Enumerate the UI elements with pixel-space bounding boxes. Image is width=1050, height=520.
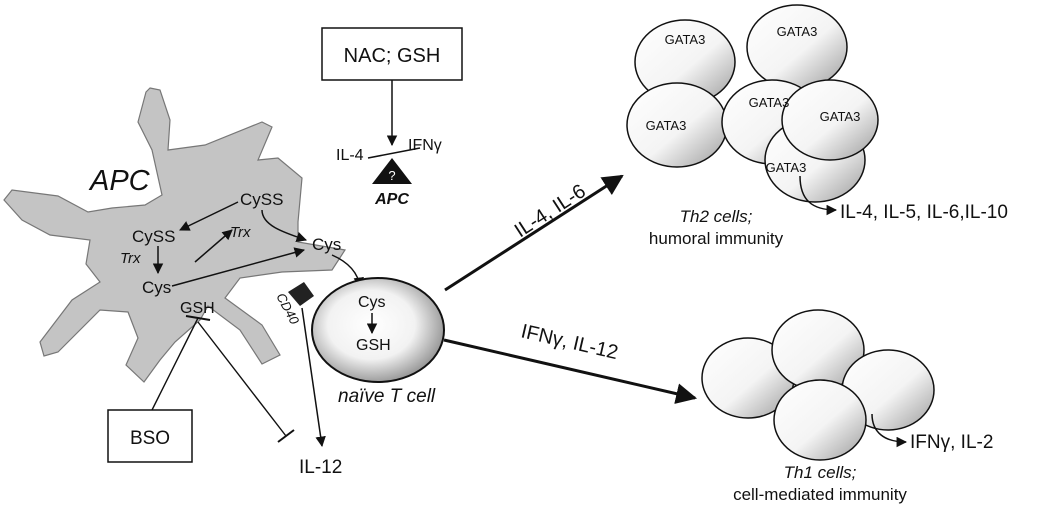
arrow-cyss-top-to-left: [179, 201, 239, 231]
il12-label: IL-12: [299, 457, 342, 478]
tcell-label: naïve T cell: [338, 386, 436, 407]
balance-il4-label: IL-4: [336, 147, 364, 164]
balance-apc-label: APC: [374, 191, 409, 208]
balance-beam: [367, 147, 421, 159]
th1-cytokines: IFNγ, IL-2: [910, 432, 993, 453]
th1-title: Th1 cells;: [784, 463, 857, 482]
arrow-th1-cytokines: [871, 413, 908, 448]
apc-cys-label: Cys: [142, 278, 171, 297]
il12-inhibit-bar: [277, 429, 295, 443]
arrow-cd40-to-il12: [301, 307, 326, 448]
th2-gata3-label: GATA3: [749, 95, 790, 110]
th2-gata3-label: GATA3: [766, 160, 807, 175]
arrow-cyss-top-curve: [261, 209, 307, 242]
th1-cell: [773, 379, 867, 461]
bso-label: BSO: [130, 428, 170, 449]
arrow-cys-left-to-right: [171, 247, 306, 287]
apc-cys-right-label: Cys: [312, 235, 341, 254]
arrow-th2-cytokines: [799, 175, 838, 216]
tcell-gsh-label: GSH: [356, 337, 391, 354]
balance-ifng-label: IFNγ: [408, 137, 442, 154]
apc-label: APC: [88, 165, 151, 197]
apc-cyss-label: CySS: [132, 227, 175, 246]
cd40-contact-shape: [288, 282, 314, 306]
nac-gsh-label: NAC; GSH: [344, 45, 441, 67]
bso-line-to-gsh: [151, 317, 199, 411]
th2-gata3-label: GATA3: [820, 109, 861, 124]
naive-t-cell: [311, 277, 445, 383]
balance-question-mark: ?: [388, 168, 395, 183]
gsh-inhibit-il12-line: [197, 321, 287, 437]
bso-box: [107, 409, 193, 463]
apc-cyss-top-label: CySS: [240, 190, 283, 209]
th2-subtitle: humoral immunity: [649, 229, 784, 248]
apc-cell-shape: [3, 87, 347, 383]
th1-subtitle: cell-mediated immunity: [733, 485, 907, 504]
th2-gata3-label: GATA3: [777, 24, 818, 39]
th1-driver-label: IFNγ, IL-12: [519, 320, 620, 364]
th2-cell: [781, 79, 879, 161]
th2-driver-label: IL-4, IL-6: [511, 180, 590, 242]
th2-gata3-label: GATA3: [665, 32, 706, 47]
arrow-to-th1: [443, 338, 698, 404]
bso-gsh-inhibit-bar: [185, 315, 211, 321]
tcell-cys-label: Cys: [358, 294, 386, 311]
arrow-to-th2: [444, 174, 624, 292]
th2-cytokines: IL-4, IL-5, IL-6,IL-10: [840, 202, 1008, 223]
th2-gata3-label: GATA3: [646, 118, 687, 133]
th2-cell: [746, 4, 848, 90]
arrow-cys-to-trx: [194, 229, 233, 263]
th2-title: Th2 cells;: [680, 207, 753, 226]
apc-trx-label: Trx: [120, 250, 141, 267]
apc-gsh-label: GSH: [180, 300, 215, 317]
nac-gsh-box: [321, 27, 463, 81]
apc-trx-mid-label: Trx: [230, 224, 251, 241]
balance-fulcrum: [372, 158, 412, 184]
